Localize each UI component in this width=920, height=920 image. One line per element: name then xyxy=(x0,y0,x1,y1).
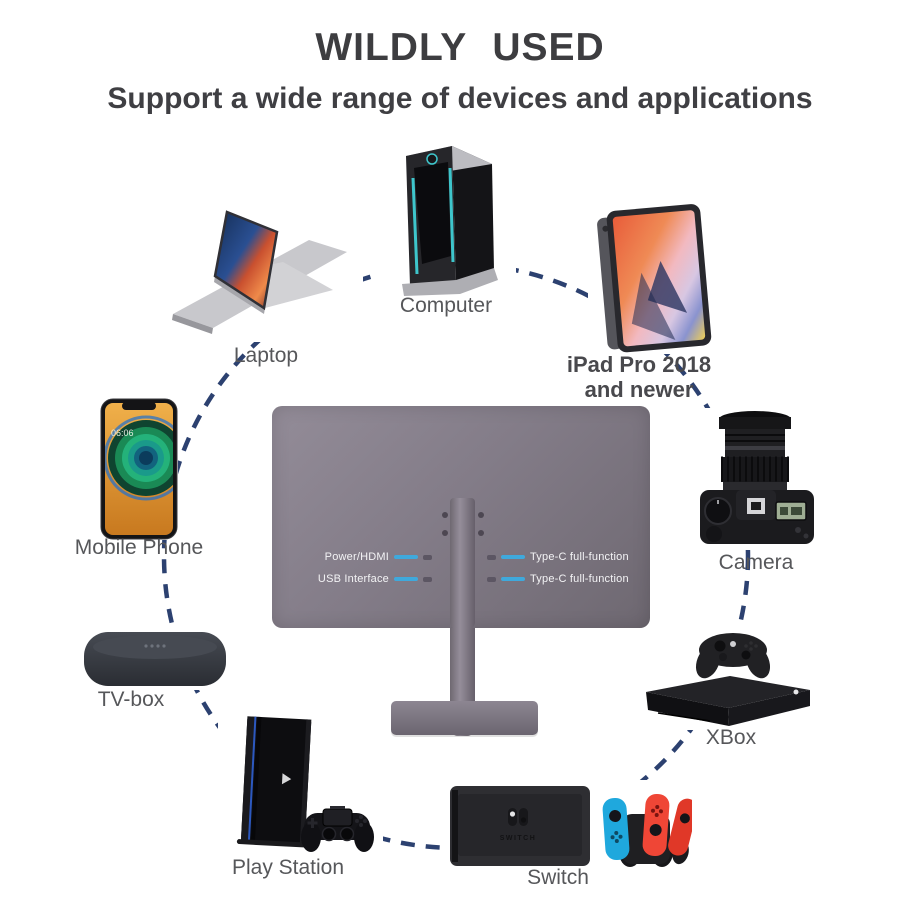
pointer-line xyxy=(501,555,525,559)
vesa-screw xyxy=(478,512,484,518)
playstation-icon xyxy=(236,716,374,852)
port-label-type-c-1: Type-C full-function xyxy=(530,551,629,563)
page-subtitle: Support a wide range of devices and appl… xyxy=(107,82,813,115)
device-label-switch: Switch xyxy=(527,866,589,889)
port-label-power-hdmi: Power/HDMI xyxy=(324,551,389,563)
device-label-computer: Computer xyxy=(399,294,493,317)
pointer-line xyxy=(394,577,418,581)
switch-image: SWITCH xyxy=(444,780,692,872)
device-label-playstation: Play Station xyxy=(231,856,345,879)
tvbox-image xyxy=(80,628,230,690)
vesa-screw xyxy=(442,530,448,536)
device-label-ipad-line1: iPad Pro 2018 xyxy=(566,352,712,377)
computer-image xyxy=(376,142,516,296)
port-label-usb: USB Interface xyxy=(317,573,389,585)
laptop-icon xyxy=(172,210,347,334)
device-label-tvbox: TV-box xyxy=(97,688,165,711)
phone-screen-time: 06:06 xyxy=(111,428,134,438)
tvbox-icon xyxy=(84,632,226,686)
pointer-line xyxy=(501,577,525,581)
camera-icon xyxy=(700,411,814,544)
mobile-phone-image: 06:06 xyxy=(100,398,178,540)
type-c-port-icon xyxy=(487,576,496,582)
xbox-icon xyxy=(646,633,810,726)
switch-icon: SWITCH xyxy=(450,786,692,867)
vesa-screw xyxy=(442,512,448,518)
mobile-phone-icon: 06:06 xyxy=(100,398,178,540)
page-title: WILDLY USED xyxy=(315,26,605,69)
hdmi-port-icon xyxy=(423,554,432,560)
monitor-stand-pole-upper xyxy=(450,498,475,630)
xbox-image xyxy=(638,620,818,730)
device-label-mobile: Mobile Phone xyxy=(74,536,204,559)
ipad-image xyxy=(588,204,716,354)
pointer-line xyxy=(394,555,418,559)
device-label-camera: Camera xyxy=(718,551,794,574)
port-label-type-c-2: Type-C full-function xyxy=(530,573,629,585)
monitor-stand-base xyxy=(391,701,538,735)
playstation-image xyxy=(218,713,383,858)
type-c-port-icon xyxy=(487,554,496,560)
ipad-icon xyxy=(597,204,712,353)
vesa-screw xyxy=(478,530,484,536)
device-label-laptop: Laptop xyxy=(233,344,299,367)
camera-image xyxy=(698,408,816,550)
switch-dock-text: SWITCH xyxy=(500,835,537,842)
device-label-ipad-line2: and newer xyxy=(584,377,694,402)
laptop-image xyxy=(163,210,363,342)
usb-port-icon xyxy=(423,576,432,582)
computer-icon xyxy=(402,146,498,296)
device-label-xbox: XBox xyxy=(705,726,757,749)
